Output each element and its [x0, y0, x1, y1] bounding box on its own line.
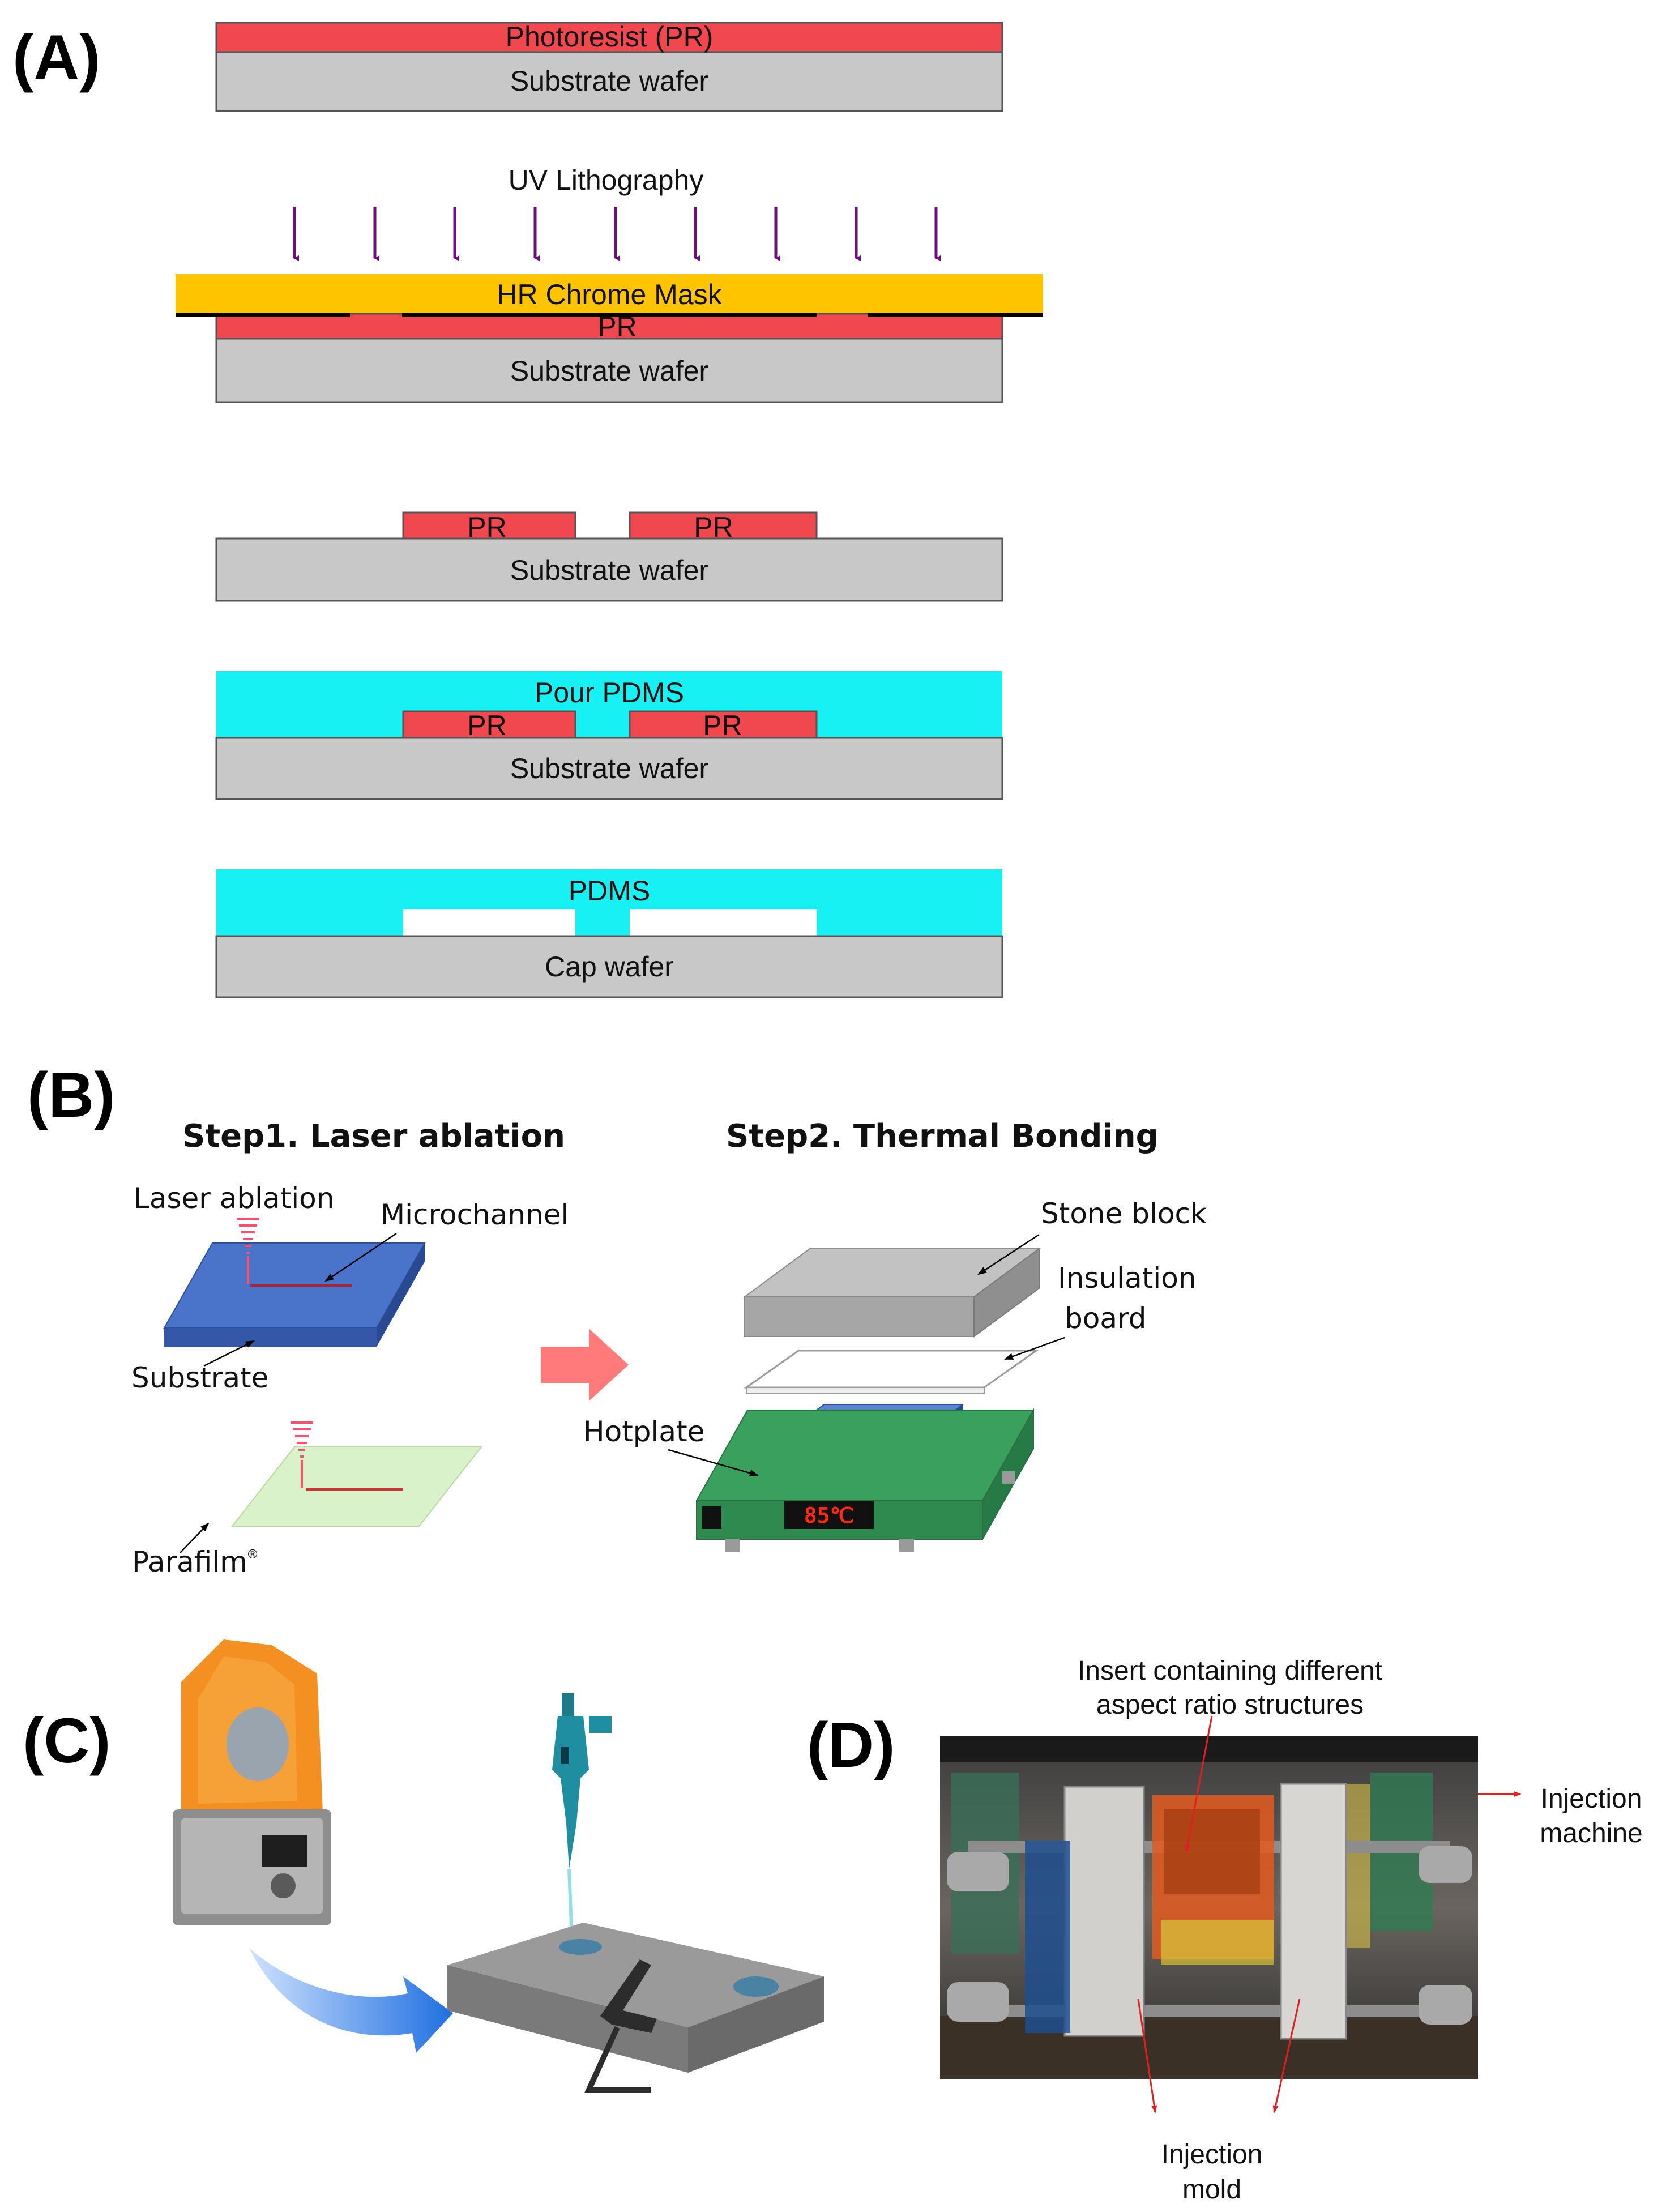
pr-label: PR: [694, 511, 733, 543]
chrome-mask-label: HR Chrome Mask: [497, 279, 722, 310]
pr-label: PR: [597, 311, 637, 343]
chrome-mask: [176, 274, 1043, 314]
mold-pointer: [1272, 1999, 1301, 2113]
pr-label: PR: [703, 710, 742, 741]
microfluidic-chip-icon: [447, 1923, 824, 2093]
insulation-pointer: [1004, 1336, 1065, 1360]
substrate-label: Substrate wafer: [510, 65, 708, 97]
insert-label-1: Insert containing different: [1078, 1656, 1382, 1686]
temperature-display: [784, 1501, 874, 1529]
panel-d-label: (D): [807, 1710, 895, 1780]
hotplate-pointer: [668, 1449, 759, 1476]
temperature-readout: 85℃: [804, 1503, 854, 1528]
stone-block-pointer: [977, 1233, 1040, 1275]
curved-arrow-icon: [249, 1948, 453, 2053]
pipette-icon: [552, 1693, 612, 1943]
hotplate-foot: [725, 1539, 740, 1552]
cap-wafer: [215, 935, 1003, 998]
power-switch-icon: [702, 1506, 721, 1529]
parafilm-pointer: [180, 1522, 210, 1553]
a-step4: Pour PDMS PR PR Substrate wafer: [215, 671, 1003, 800]
panel-c-label: (C): [23, 1705, 110, 1776]
substrate-label-b: Substrate: [131, 1361, 268, 1394]
hotplate-label: Hotplate: [583, 1415, 704, 1448]
a-step3: PR PR Substrate wafer: [215, 511, 1003, 602]
panel-b-label: (B): [27, 1060, 115, 1130]
hotplate-foot: [899, 1539, 914, 1552]
uv-lithography-label: UV Lithography: [509, 164, 704, 196]
step2-title: Step2. Thermal Bonding: [726, 1118, 1159, 1155]
substrate-label: Substrate wafer: [510, 753, 708, 784]
cap-wafer-label: Cap wafer: [545, 951, 674, 983]
process-arrow-icon: [541, 1329, 629, 1401]
substrate-wafer: [215, 737, 1003, 800]
panel-a: (A) Photoresist (PR) Substrate wafer UV …: [12, 21, 1043, 998]
insert-pointer: [1185, 1715, 1213, 1853]
mold-label-2: mold: [1182, 2175, 1241, 2205]
parafilm-label: Parafilm: [132, 1545, 247, 1578]
laser-beam-icon: [237, 1218, 259, 1284]
pr-block-left: [402, 710, 576, 739]
photoresist-layer: [215, 22, 1003, 53]
uv-arrows: [293, 207, 941, 261]
laser-ablation-label: Laser ablation: [134, 1182, 334, 1215]
step1-title: Step1. Laser ablation: [182, 1118, 565, 1155]
pdms-label: Pour PDMS: [535, 677, 684, 708]
insert-label-2: aspect ratio structures: [1096, 1690, 1364, 1720]
registered-mark: ®: [246, 1548, 259, 1562]
substrate-label: Substrate wafer: [510, 554, 708, 586]
microchannel-pointer: [324, 1232, 397, 1282]
a-step2: UV Lithography HR Chrome Mask P: [176, 164, 1043, 403]
substrate-wafer: [215, 537, 1003, 602]
panel-d: (D) Insert containing different aspect r…: [807, 1656, 1643, 2205]
injection-machine-photo: [940, 1736, 1478, 2079]
insulation-label-1: Insulation: [1058, 1262, 1196, 1295]
machine-label-2: machine: [1540, 1818, 1642, 1848]
a-step1: Photoresist (PR) Substrate wafer: [215, 21, 1003, 112]
panel-c: (C): [23, 1639, 824, 2093]
pdms-layer: [216, 671, 1002, 738]
pr-block-right: [629, 710, 818, 739]
substrate-label: Substrate wafer: [510, 355, 708, 387]
parafilm-sheet: [230, 1446, 483, 1527]
pdms-layer: [216, 869, 1002, 936]
insulation-label-2: board: [1065, 1302, 1146, 1335]
pdms-label: PDMS: [569, 875, 650, 907]
panel-a-label: (A): [12, 22, 100, 93]
channel-void-left: [403, 909, 575, 936]
3d-printer-icon: [173, 1639, 331, 1925]
stone-block-label: Stone block: [1041, 1197, 1207, 1230]
hotplate: 85℃: [695, 1408, 1035, 1552]
substrate-pointer: [203, 1340, 255, 1367]
machine-label-1: Injection: [1541, 1784, 1642, 1814]
mold-label-1: Injection: [1161, 2140, 1263, 2170]
a-step5: PDMS Cap wafer: [215, 869, 1003, 998]
photoresist-label: Photoresist (PR): [506, 21, 714, 53]
substrate-wafer: [215, 338, 1003, 403]
hotplate-foot: [1002, 1471, 1015, 1484]
substrate-wafer: [215, 51, 1003, 112]
pr-label: PR: [467, 710, 506, 741]
insulation-board: [744, 1350, 1039, 1394]
stone-block: [742, 1248, 1041, 1338]
channel-void-right: [630, 909, 817, 936]
pr-label: PR: [467, 511, 506, 543]
panel-b: (B) Step1. Laser ablation Step2. Thermal…: [27, 1060, 1207, 1578]
microchannel-label: Microchannel: [381, 1198, 569, 1231]
mold-pointer: [1137, 1999, 1157, 2113]
substrate-plate: [163, 1242, 426, 1347]
laser-beam-icon: [291, 1421, 313, 1488]
